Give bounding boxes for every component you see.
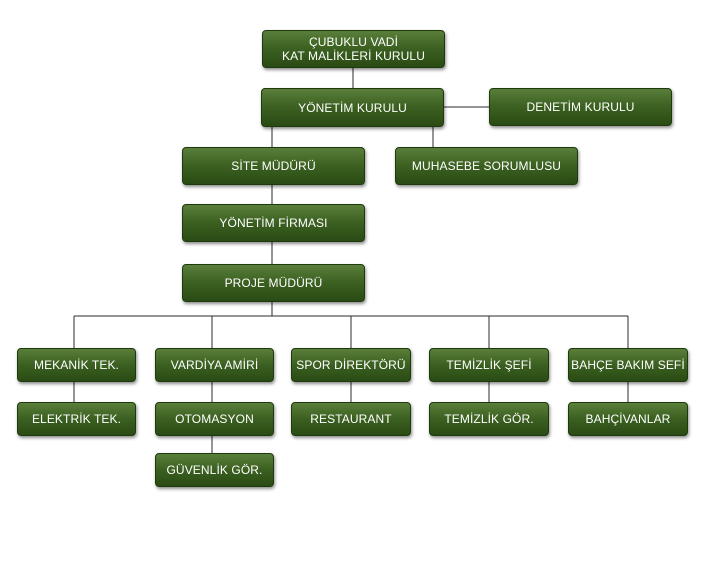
- node-sports-director-label: SPOR DİREKTÖRÜ: [296, 358, 406, 372]
- node-cleaning-chief-label: TEMİZLİK ŞEFİ: [446, 358, 532, 372]
- node-root: ÇUBUKLU VADİ KAT MALİKLERİ KURULU: [262, 30, 445, 68]
- node-security: GÜVENLİK GÖR.: [155, 453, 274, 487]
- node-gardeners: BAHÇİVANLAR: [568, 402, 688, 436]
- node-project-manager: PROJE MÜDÜRÜ: [182, 264, 365, 302]
- node-audit-label: DENETİM KURULU: [526, 100, 635, 114]
- node-cleaning-staff: TEMİZLİK GÖR.: [429, 402, 549, 436]
- node-site-manager-label: SİTE MÜDÜRÜ: [231, 159, 316, 173]
- node-garden-chief: BAHÇE BAKIM SEFİ: [568, 348, 688, 382]
- node-root-line1: ÇUBUKLU VADİ: [309, 35, 398, 49]
- node-automation-label: OTOMASYON: [175, 412, 254, 426]
- node-accounting-label: MUHASEBE SORUMLUSU: [411, 159, 562, 173]
- node-restaurant-label: RESTAURANT: [310, 412, 392, 426]
- node-automation: OTOMASYON: [155, 402, 274, 436]
- node-sports-director: SPOR DİREKTÖRÜ: [291, 348, 411, 382]
- node-restaurant: RESTAURANT: [291, 402, 411, 436]
- node-board-label: YÖNETİM KURULU: [298, 100, 407, 115]
- node-site-manager: SİTE MÜDÜRÜ: [182, 147, 365, 185]
- node-mechanical: MEKANİK TEK.: [17, 348, 136, 382]
- node-root-line2: KAT MALİKLERİ KURULU: [282, 49, 425, 63]
- node-project-manager-label: PROJE MÜDÜRÜ: [224, 276, 323, 290]
- node-electrical: ELEKTRİK TEK.: [17, 402, 136, 436]
- node-shift-chief: VARDİYA AMİRİ: [155, 348, 274, 382]
- node-audit: DENETİM KURULU: [489, 88, 672, 126]
- node-management-firm-label: YÖNETİM FİRMASI: [219, 216, 328, 230]
- node-mechanical-label: MEKANİK TEK.: [33, 358, 119, 372]
- node-accounting: MUHASEBE SORUMLUSU: [395, 147, 578, 185]
- node-gardeners-label: BAHÇİVANLAR: [585, 412, 671, 426]
- node-board: YÖNETİM KURULU: [261, 88, 444, 127]
- node-cleaning-staff-label: TEMİZLİK GÖR.: [444, 412, 534, 426]
- node-electrical-label: ELEKTRİK TEK.: [31, 412, 122, 426]
- node-management-firm: YÖNETİM FİRMASI: [182, 204, 365, 242]
- node-garden-chief-label: BAHÇE BAKIM SEFİ: [571, 358, 685, 372]
- node-shift-chief-label: VARDİYA AMİRİ: [170, 358, 259, 372]
- node-cleaning-chief: TEMİZLİK ŞEFİ: [429, 348, 549, 382]
- node-security-label: GÜVENLİK GÖR.: [166, 463, 263, 477]
